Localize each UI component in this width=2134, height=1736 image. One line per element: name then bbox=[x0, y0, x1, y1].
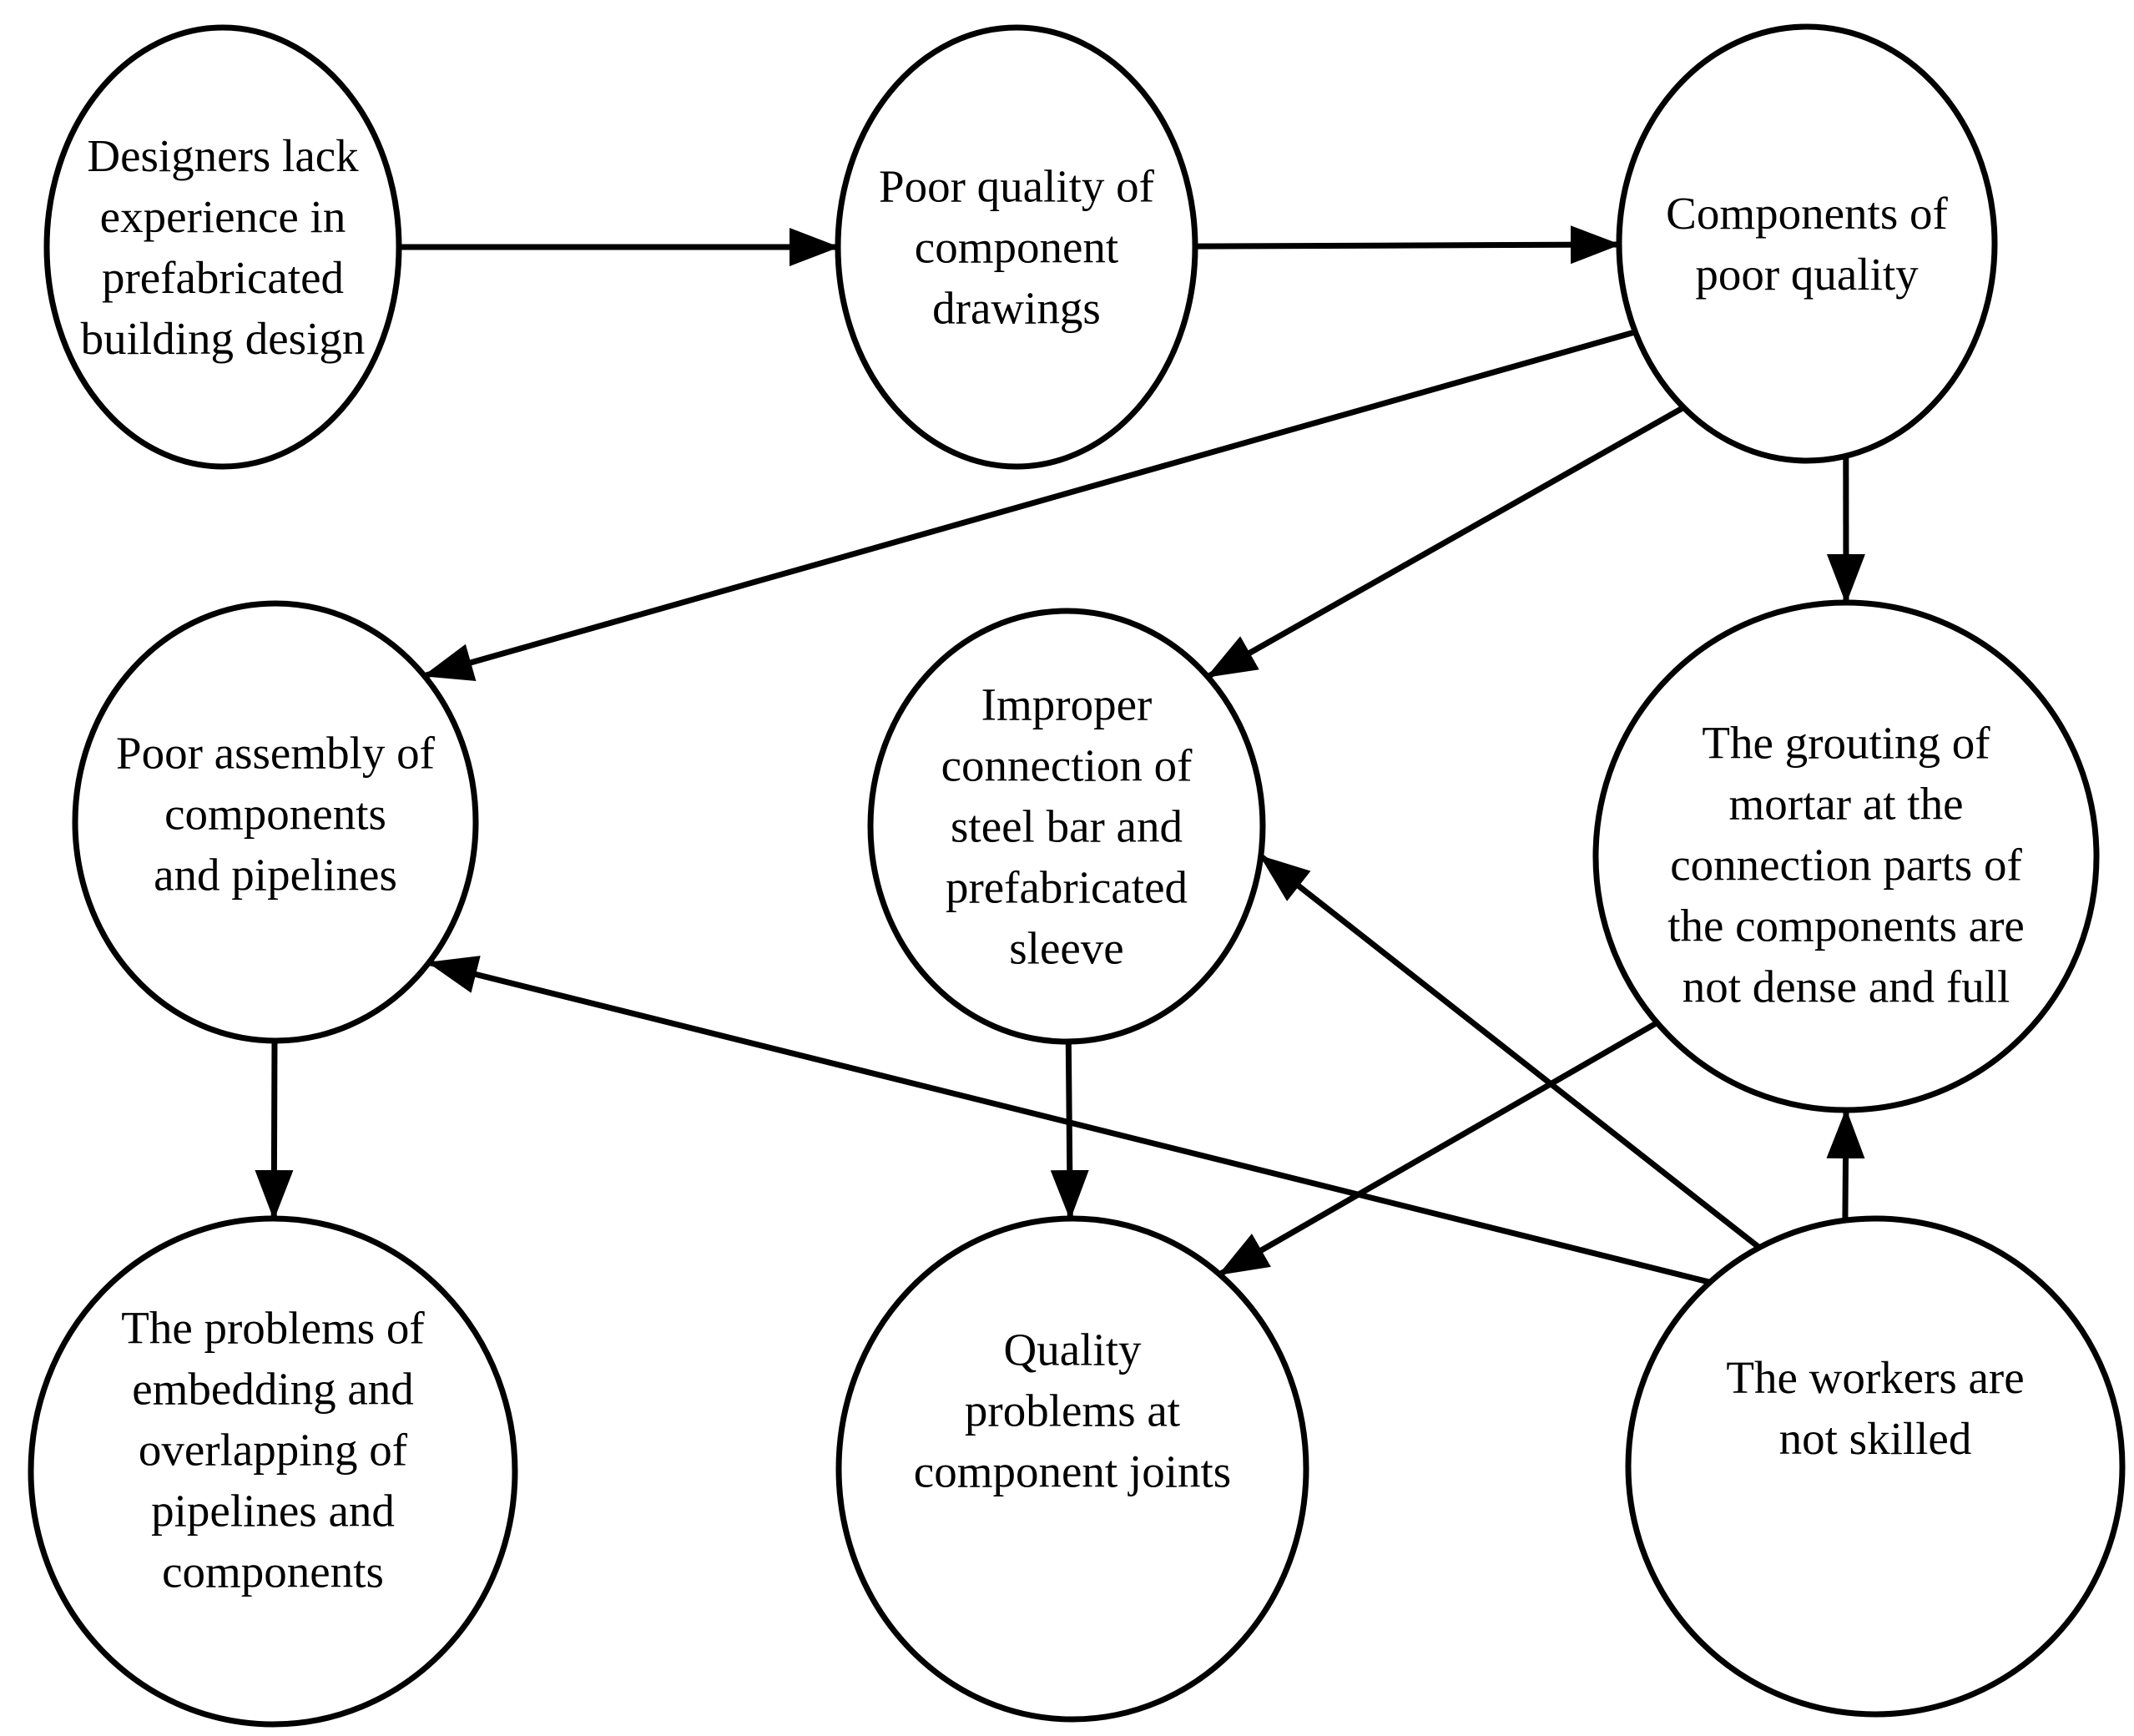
node-drawings-label-line-2: component bbox=[915, 222, 1118, 273]
node-drawings-label-line-1: Poor quality of bbox=[879, 161, 1155, 212]
node-grouting-label-line-2: mortar at the bbox=[1729, 779, 1964, 830]
node-components: Components of poor quality bbox=[1616, 23, 1998, 464]
node-joints-label-line-3: component joints bbox=[914, 1446, 1231, 1497]
edge-workers-to-sleeve bbox=[1259, 854, 1762, 1250]
node-drawings-label-line-3: drawings bbox=[932, 283, 1101, 334]
edge-drawings-to-components bbox=[1194, 225, 1621, 265]
edge-workers-to-assembly bbox=[426, 956, 1711, 1285]
node-workers-label-line-2: not skilled bbox=[1779, 1413, 1972, 1464]
node-workers: The workers are not skilled bbox=[1625, 1215, 2126, 1718]
edge-assembly-to-embedding bbox=[255, 1040, 294, 1220]
node-grouting: The grouting of mortar at the connection p… bbox=[1592, 599, 2100, 1113]
node-embedding-label-line-2: embedding and bbox=[132, 1364, 414, 1415]
edge-components-to-assembly bbox=[422, 329, 1637, 681]
node-sleeve-circle bbox=[867, 608, 1266, 1045]
node-drawings: Poor quality of component drawings bbox=[835, 24, 1198, 470]
node-grouting-label-line-5: not dense and full bbox=[1682, 961, 2010, 1012]
node-assembly-label-line-1: Poor assembly of bbox=[116, 728, 436, 779]
node-assembly-label-line-2: components bbox=[164, 789, 386, 840]
node-embedding-label-line-1: The problems of bbox=[121, 1303, 425, 1354]
node-sleeve: Improper connection of steel bar and prefab… bbox=[867, 608, 1266, 1045]
edge-sleeve-to-joints bbox=[1050, 1041, 1089, 1220]
node-designers-circle bbox=[43, 24, 402, 470]
edge-workers-to-grouting bbox=[1826, 1108, 1865, 1221]
node-joints-label-line-2: problems at bbox=[965, 1385, 1180, 1436]
node-workers-label-line-1: The workers are bbox=[1726, 1352, 2024, 1403]
node-embedding-label-line-4: pipelines and bbox=[151, 1486, 395, 1537]
node-grouting-label-line-1: The grouting of bbox=[1702, 718, 1990, 769]
node-sleeve-label-line-1: Improper bbox=[981, 679, 1153, 730]
edge-grouting-to-joints bbox=[1218, 1020, 1659, 1277]
node-designers: Designers lack experience in prefabricated… bbox=[43, 24, 402, 470]
node-embedding-label-line-5: components bbox=[162, 1547, 384, 1597]
node-components-label-line-1: Components of bbox=[1666, 188, 1948, 239]
edge-components-to-sleeve bbox=[1206, 405, 1686, 679]
node-designers-label-line-2: experience in bbox=[100, 191, 346, 242]
node-embedding-label-line-3: overlapping of bbox=[139, 1425, 408, 1476]
node-assembly: Poor assembly of components and pipelines bbox=[72, 600, 479, 1044]
node-sleeve-label-line-2: connection of bbox=[941, 740, 1193, 791]
node-sleeve-label-line-5: sleeve bbox=[1009, 923, 1123, 974]
node-joints-label-line-1: Quality bbox=[1004, 1325, 1142, 1375]
node-sleeve-label-line-4: prefabricated bbox=[946, 862, 1188, 913]
node-components-label-line-2: poor quality bbox=[1695, 249, 1919, 300]
node-assembly-label-line-3: and pipelines bbox=[154, 850, 397, 901]
node-embedding: The problems of embedding and overlapping … bbox=[28, 1215, 518, 1728]
node-designers-label-line-1: Designers lack bbox=[87, 130, 359, 181]
node-sleeve-label-line-3: steel bar and bbox=[951, 801, 1183, 852]
node-components-circle bbox=[1616, 23, 1998, 464]
node-grouting-label-line-3: connection parts of bbox=[1670, 840, 2022, 891]
node-joints: Quality problems at component joints bbox=[835, 1215, 1309, 1723]
node-designers-label-line-4: building design bbox=[81, 313, 366, 364]
node-grouting-label-line-4: the components are bbox=[1667, 901, 2025, 951]
node-designers-label-line-3: prefabricated bbox=[102, 252, 344, 303]
node-workers-circle bbox=[1625, 1215, 2126, 1718]
node-assembly-circle bbox=[72, 600, 479, 1044]
